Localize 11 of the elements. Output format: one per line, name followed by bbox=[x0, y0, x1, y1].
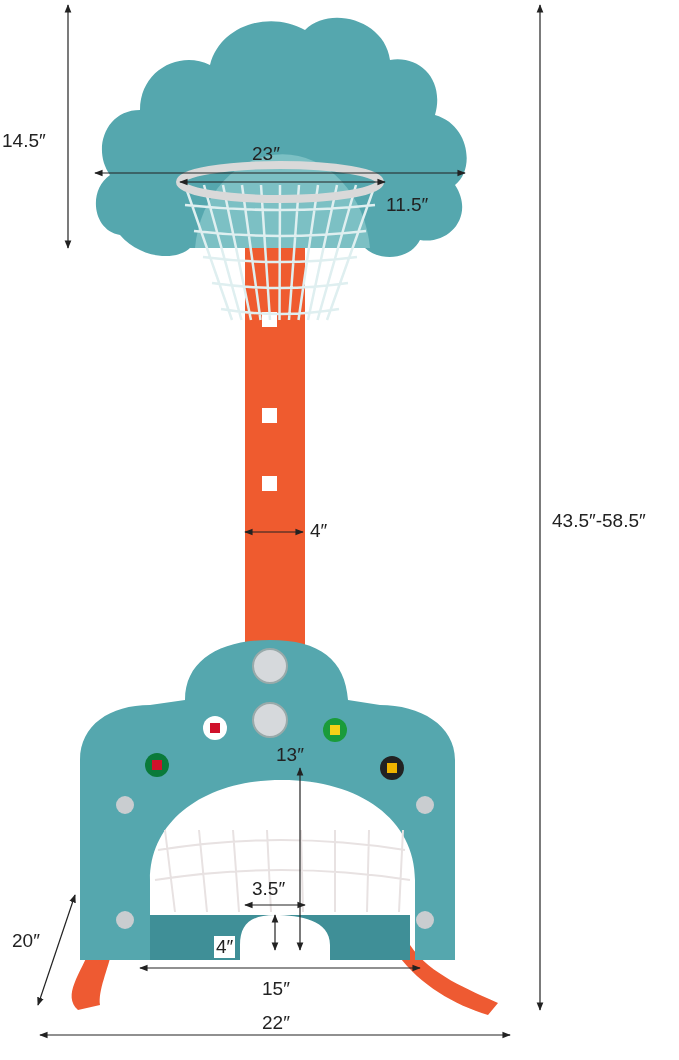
dimension-label: 3.5″ bbox=[252, 878, 286, 900]
dimension-label: 4″ bbox=[310, 520, 328, 542]
dimension-label: 4″ bbox=[214, 936, 236, 958]
dimension-label: 23″ bbox=[252, 143, 280, 165]
dimension-label: 43.5″-58.5″ bbox=[552, 510, 646, 532]
dimension-label: 22″ bbox=[262, 1012, 290, 1034]
dimension-label: 14.5″ bbox=[2, 130, 46, 152]
dimension-label: 15″ bbox=[262, 978, 290, 1000]
dimension-label: 20″ bbox=[12, 930, 40, 952]
dimension-label: 11.5″ bbox=[386, 194, 429, 216]
dimension-label: 13″ bbox=[276, 744, 304, 766]
